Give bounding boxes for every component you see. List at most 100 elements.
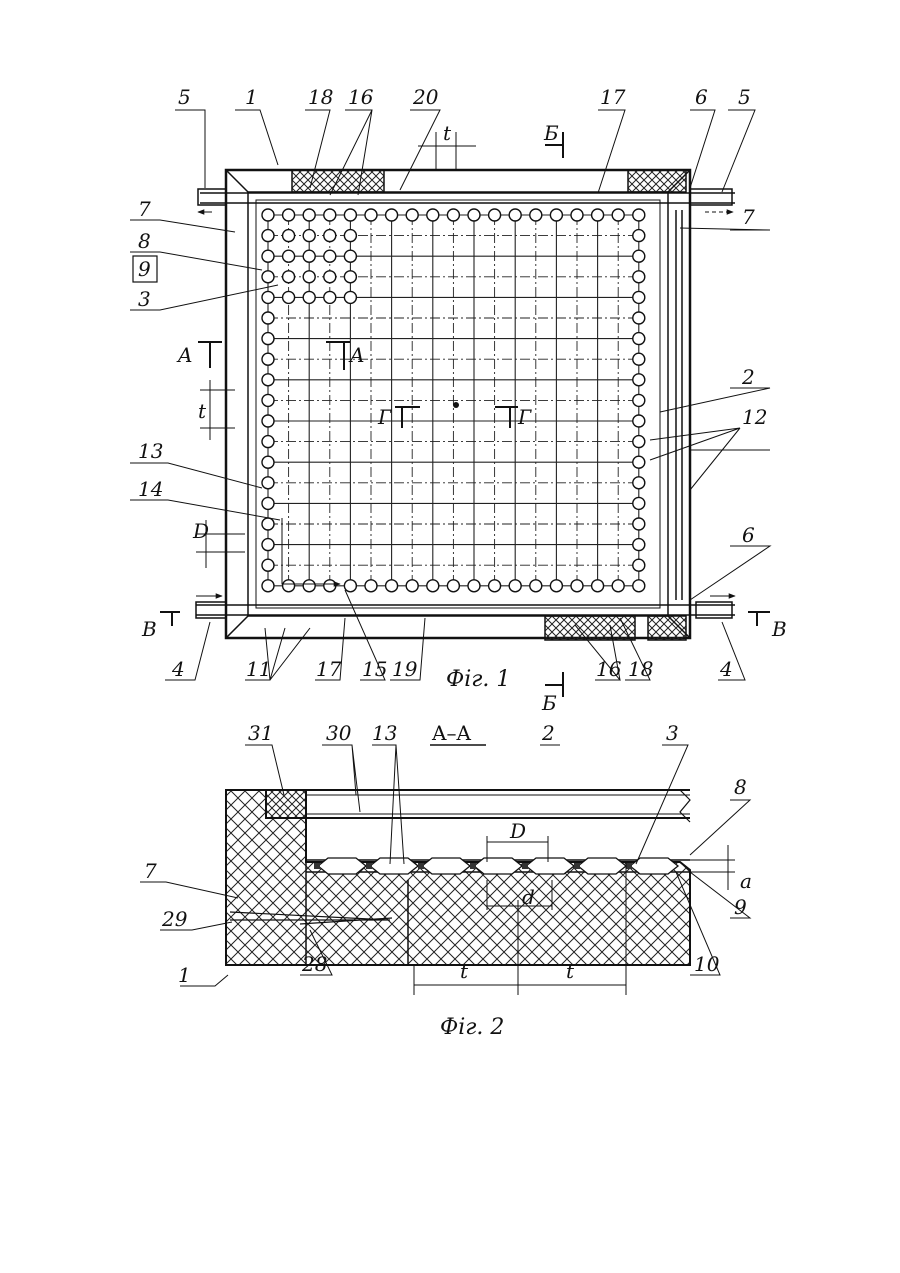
figure-1-caption: Фіг. 1 — [446, 667, 510, 692]
label-b-top: Б — [543, 121, 559, 145]
weld-spot — [571, 209, 583, 221]
weld-spot — [262, 333, 274, 345]
weld-spot — [612, 580, 624, 592]
weld-spot — [386, 580, 398, 592]
label-17-top: 17 — [600, 85, 626, 109]
weld-spot — [262, 374, 274, 386]
label-t-right-fig2: t — [566, 959, 575, 983]
weld-spot — [262, 312, 274, 324]
label-4-right: 4 — [719, 657, 733, 681]
weld-spot — [262, 353, 274, 365]
weld-spot — [633, 312, 645, 324]
label-31: 31 — [248, 721, 273, 745]
label-30: 30 — [326, 721, 352, 745]
weld-spot — [262, 209, 274, 221]
label-15: 15 — [362, 657, 387, 681]
weld-spot — [324, 271, 336, 283]
weld-spot — [303, 250, 315, 262]
weld-spot — [633, 580, 645, 592]
label-6-top: 6 — [695, 85, 708, 109]
weld-spot — [262, 559, 274, 571]
flow-channel — [526, 858, 574, 874]
weld-spot — [262, 436, 274, 448]
label-2-fig1: 2 — [741, 365, 755, 389]
label-g-right: Г — [517, 405, 532, 429]
spot-weld-section — [418, 863, 424, 869]
weld-spot — [262, 271, 274, 283]
label-8-fig2: 8 — [734, 775, 747, 799]
spot-weld-section — [314, 863, 320, 869]
weld-spot — [633, 477, 645, 489]
weld-spot — [344, 250, 356, 262]
label-1: 1 — [245, 85, 258, 109]
weld-spot — [447, 209, 459, 221]
label-g-left: Г — [377, 405, 392, 429]
section-title-a-a: A–A — [431, 721, 471, 745]
weld-spot — [633, 394, 645, 406]
label-3: 3 — [138, 287, 151, 311]
weld-spot — [262, 456, 274, 468]
label-v-right: B — [771, 617, 787, 641]
weld-spot — [592, 580, 604, 592]
label-6-bottom: 6 — [742, 523, 755, 547]
weld-spot — [571, 580, 583, 592]
weld-spot — [262, 291, 274, 303]
label-a-inner: A — [348, 343, 364, 367]
weld-spot — [386, 209, 398, 221]
label-16-bottom: 16 — [596, 657, 622, 681]
label-3-fig2: 3 — [666, 721, 679, 745]
weld-spot — [633, 230, 645, 242]
spot-weld-section — [470, 863, 476, 869]
label-7-left: 7 — [138, 197, 151, 221]
label-20: 20 — [412, 85, 439, 109]
label-28: 28 — [301, 952, 327, 976]
label-d-upper: D — [509, 819, 526, 843]
label-18-bottom: 18 — [628, 657, 653, 681]
weld-spot — [633, 436, 645, 448]
weld-spot — [489, 580, 501, 592]
weld-spot — [303, 209, 315, 221]
label-9-fig2: 9 — [734, 895, 747, 919]
label-9: 9 — [138, 257, 151, 281]
spot-weld-section — [522, 863, 528, 869]
section-mark-g-left — [395, 407, 420, 428]
insulation-block-top-right — [628, 170, 686, 192]
weld-spot — [344, 209, 356, 221]
weld-spot — [468, 580, 480, 592]
weld-spot — [303, 271, 315, 283]
label-17-bottom: 17 — [316, 657, 342, 681]
weld-spot — [489, 209, 501, 221]
weld-spot — [509, 580, 521, 592]
spot-weld-section — [574, 863, 580, 869]
weld-spot — [324, 250, 336, 262]
section-mark-a-left — [198, 342, 222, 368]
weld-spot — [633, 415, 645, 427]
label-t-left-fig2: t — [460, 959, 469, 983]
label-2-fig2: 2 — [541, 721, 555, 745]
weld-spot — [427, 209, 439, 221]
label-t-left: t — [198, 399, 207, 423]
weld-spot — [262, 477, 274, 489]
flow-channel — [370, 858, 418, 874]
weld-spot — [283, 230, 295, 242]
seal-block-31 — [266, 790, 306, 818]
label-v-left: B — [141, 617, 157, 641]
weld-spot — [344, 291, 356, 303]
label-13-fig2: 13 — [372, 721, 397, 745]
spot-weld-section — [366, 863, 372, 869]
label-7-right: 7 — [742, 205, 755, 229]
weld-spot — [633, 271, 645, 283]
label-8: 8 — [138, 229, 151, 253]
label-1-fig2: 1 — [178, 963, 191, 987]
label-d-fig1: D — [192, 519, 209, 543]
weld-spot — [633, 559, 645, 571]
section-mark-g-right — [495, 407, 518, 428]
weld-spot — [303, 230, 315, 242]
label-10: 10 — [694, 952, 720, 976]
flow-channel — [578, 858, 626, 874]
weld-spot — [406, 209, 418, 221]
weld-spot — [612, 209, 624, 221]
section-mark-v-right — [748, 612, 770, 626]
bottom-collector — [196, 596, 735, 618]
